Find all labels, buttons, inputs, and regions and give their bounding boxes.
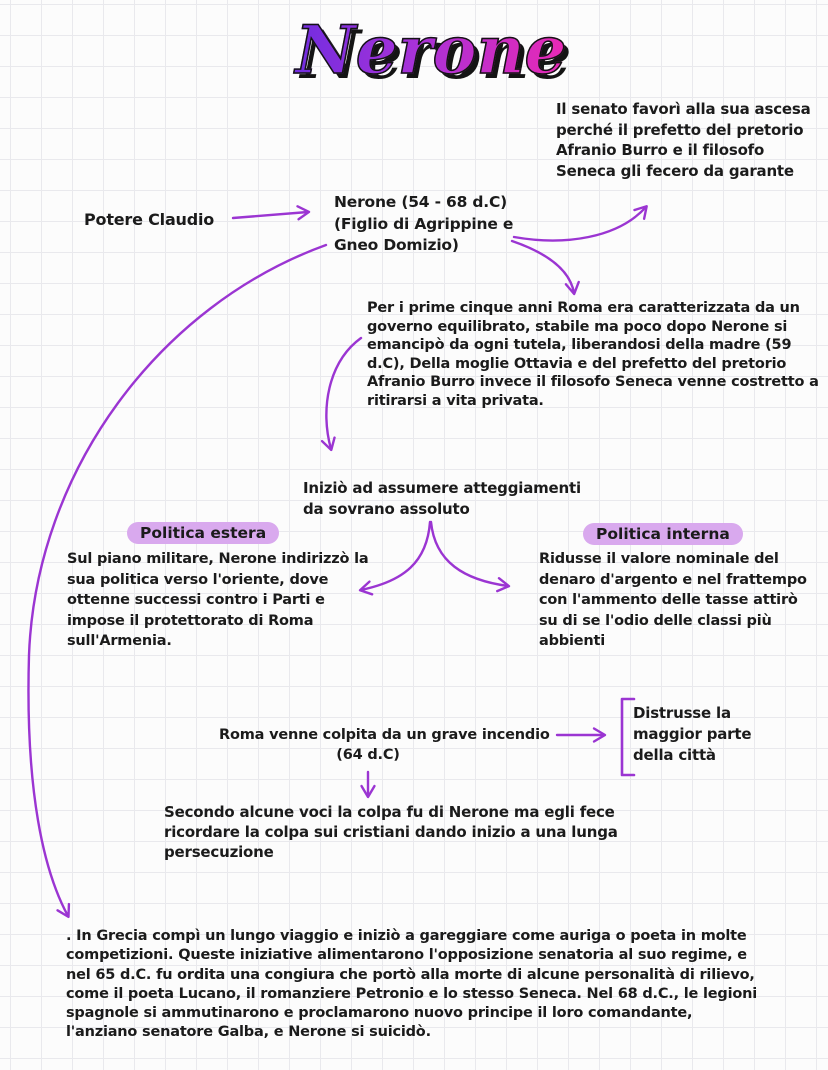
note-incendio: Roma venne colpita da un grave incendio: [219, 727, 550, 743]
note-distrusse: Distrusse la maggior parte della città: [633, 704, 752, 764]
note-politica-estera: Sul piano militare, Nerone indirizzò la …: [67, 551, 369, 650]
arrow-potere-to-nerone: [231, 205, 311, 221]
node-nerone-line: Gneo Domizio): [334, 236, 459, 254]
arrow-primi-anni-to-sovrano: [320, 336, 363, 452]
note-incendio-date: (64 d.C): [336, 747, 400, 763]
node-nerone-line: (Figlio di Agrippine e: [334, 214, 514, 233]
arrow-sovrano-to-estera: [358, 520, 432, 596]
node-nerone-line: Nerone (54 - 68 d.C): [334, 193, 508, 211]
page-title-shadow: Nerone: [291, 7, 581, 103]
label-politica-interna: Politica interna: [583, 523, 743, 545]
label-politica-estera: Politica estera: [127, 522, 280, 544]
note-sovrano-assoluto: Iniziò ad assumere atteggiamenti da sovr…: [303, 479, 581, 518]
note-primi-anni: Per i prime cinque anni Roma era caratte…: [367, 300, 819, 409]
page-title-text: Nerone: [286, 2, 576, 98]
node-potere-claudio: Potere Claudio: [84, 210, 215, 229]
arrow-sovrano-to-interna: [429, 520, 511, 593]
note-senato: Il senato favorì alla sua ascesa perché …: [556, 100, 811, 180]
note-persecuzione: Secondo alcune voci la colpa fu di Neron…: [164, 803, 618, 861]
page-title: Nerone Nerone: [286, 2, 576, 102]
arrow-nerone-to-primi-anni: [510, 239, 580, 296]
note-grecia: . In Grecia compì un lungo viaggio e ini…: [66, 928, 758, 1041]
node-nerone: Nerone (54 - 68 d.C) (Figlio di Agrippin…: [334, 192, 513, 257]
arrow-nerone-to-senato: [512, 205, 648, 242]
note-politica-interna: Ridusse il valore nominale del denaro d'…: [539, 551, 807, 650]
